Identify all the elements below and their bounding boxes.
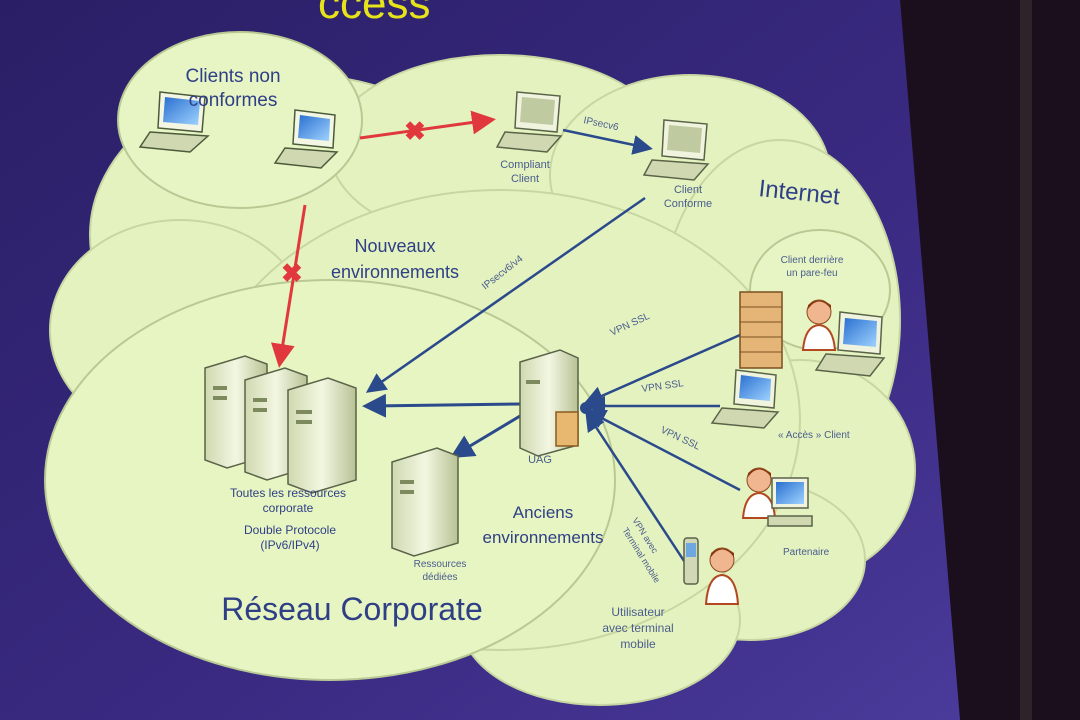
corporate-network-label: Réseau Corporate [221, 591, 482, 627]
slide-right-edge [1020, 0, 1032, 720]
access-client-laptop-icon [710, 369, 780, 429]
uag-to-corporate-link [362, 393, 521, 418]
laptop-icon [138, 91, 210, 153]
corporate-resources-label: Toutes les ressources [230, 486, 346, 500]
dedicated-resources-label-2: dédiées [422, 572, 457, 583]
dedicated-resources-label: Ressources [414, 559, 467, 570]
mobile-user-label-2: avec terminal [602, 621, 673, 635]
vpn-link-mobile [585, 410, 692, 571]
blocked-link-to-compliant [359, 110, 496, 140]
ipv6-link [365, 196, 646, 393]
vpn-link-partner [585, 409, 741, 492]
slide-title-fragment: ccess [318, 0, 430, 28]
dedicated-resources-server-icon [391, 447, 459, 557]
blocked-mark-2: ✖ [281, 258, 303, 288]
compliant-client-laptop-icon [495, 91, 563, 153]
dual-protocol-label: Double Protocole [244, 523, 336, 537]
firewall-client-label: Client derrière [781, 255, 844, 266]
mobile-user-label: Utilisateur [611, 605, 664, 619]
legacy-environments-label: Anciens [513, 503, 573, 522]
corporate-servers-icon [204, 355, 357, 494]
new-environments-label-2: environnements [331, 262, 459, 282]
uag-label: UAG [528, 454, 552, 466]
partner-user-icon [741, 467, 777, 519]
access-client-label: « Accès » Client [778, 430, 850, 441]
blocked-link-to-corporate [270, 204, 307, 368]
compliant-client-label-2: Client [511, 173, 539, 185]
laptop-icon [814, 311, 886, 377]
non-compliant-clients-label-2: conformes [189, 90, 278, 111]
corporate-resources-label-2: corporate [263, 501, 314, 515]
mobile-phone-icon [683, 537, 699, 585]
uag-hub-dot [580, 402, 592, 414]
conforming-client-label-2: Conforme [664, 198, 712, 210]
new-environments-label: Nouveaux [354, 236, 435, 256]
firewall-client-label-2: un pare-feu [786, 268, 837, 279]
compliant-client-label: Compliant [500, 159, 550, 171]
conforming-client-laptop-icon [642, 119, 710, 181]
laptop-icon [273, 109, 339, 169]
ipsec-link [562, 128, 653, 155]
legacy-environments-label-2: environnements [483, 528, 604, 547]
non-compliant-clients-label: Clients non [185, 66, 280, 87]
conforming-client-label: Client [674, 184, 702, 196]
mobile-user-label-3: mobile [620, 637, 656, 651]
uag-to-dedicated-link [449, 408, 531, 459]
mobile-user-icon [704, 547, 740, 605]
partner-monitor-icon [767, 477, 813, 527]
user-icon [801, 299, 837, 351]
partner-label: Partenaire [783, 547, 830, 558]
dual-protocol-label-2: (IPv6/IPv4) [260, 538, 319, 552]
uag-server-icon [519, 349, 579, 457]
blocked-mark-1: ✖ [404, 116, 426, 146]
vpn-link-firewall-client [583, 333, 741, 406]
firewall-icon [739, 291, 783, 369]
